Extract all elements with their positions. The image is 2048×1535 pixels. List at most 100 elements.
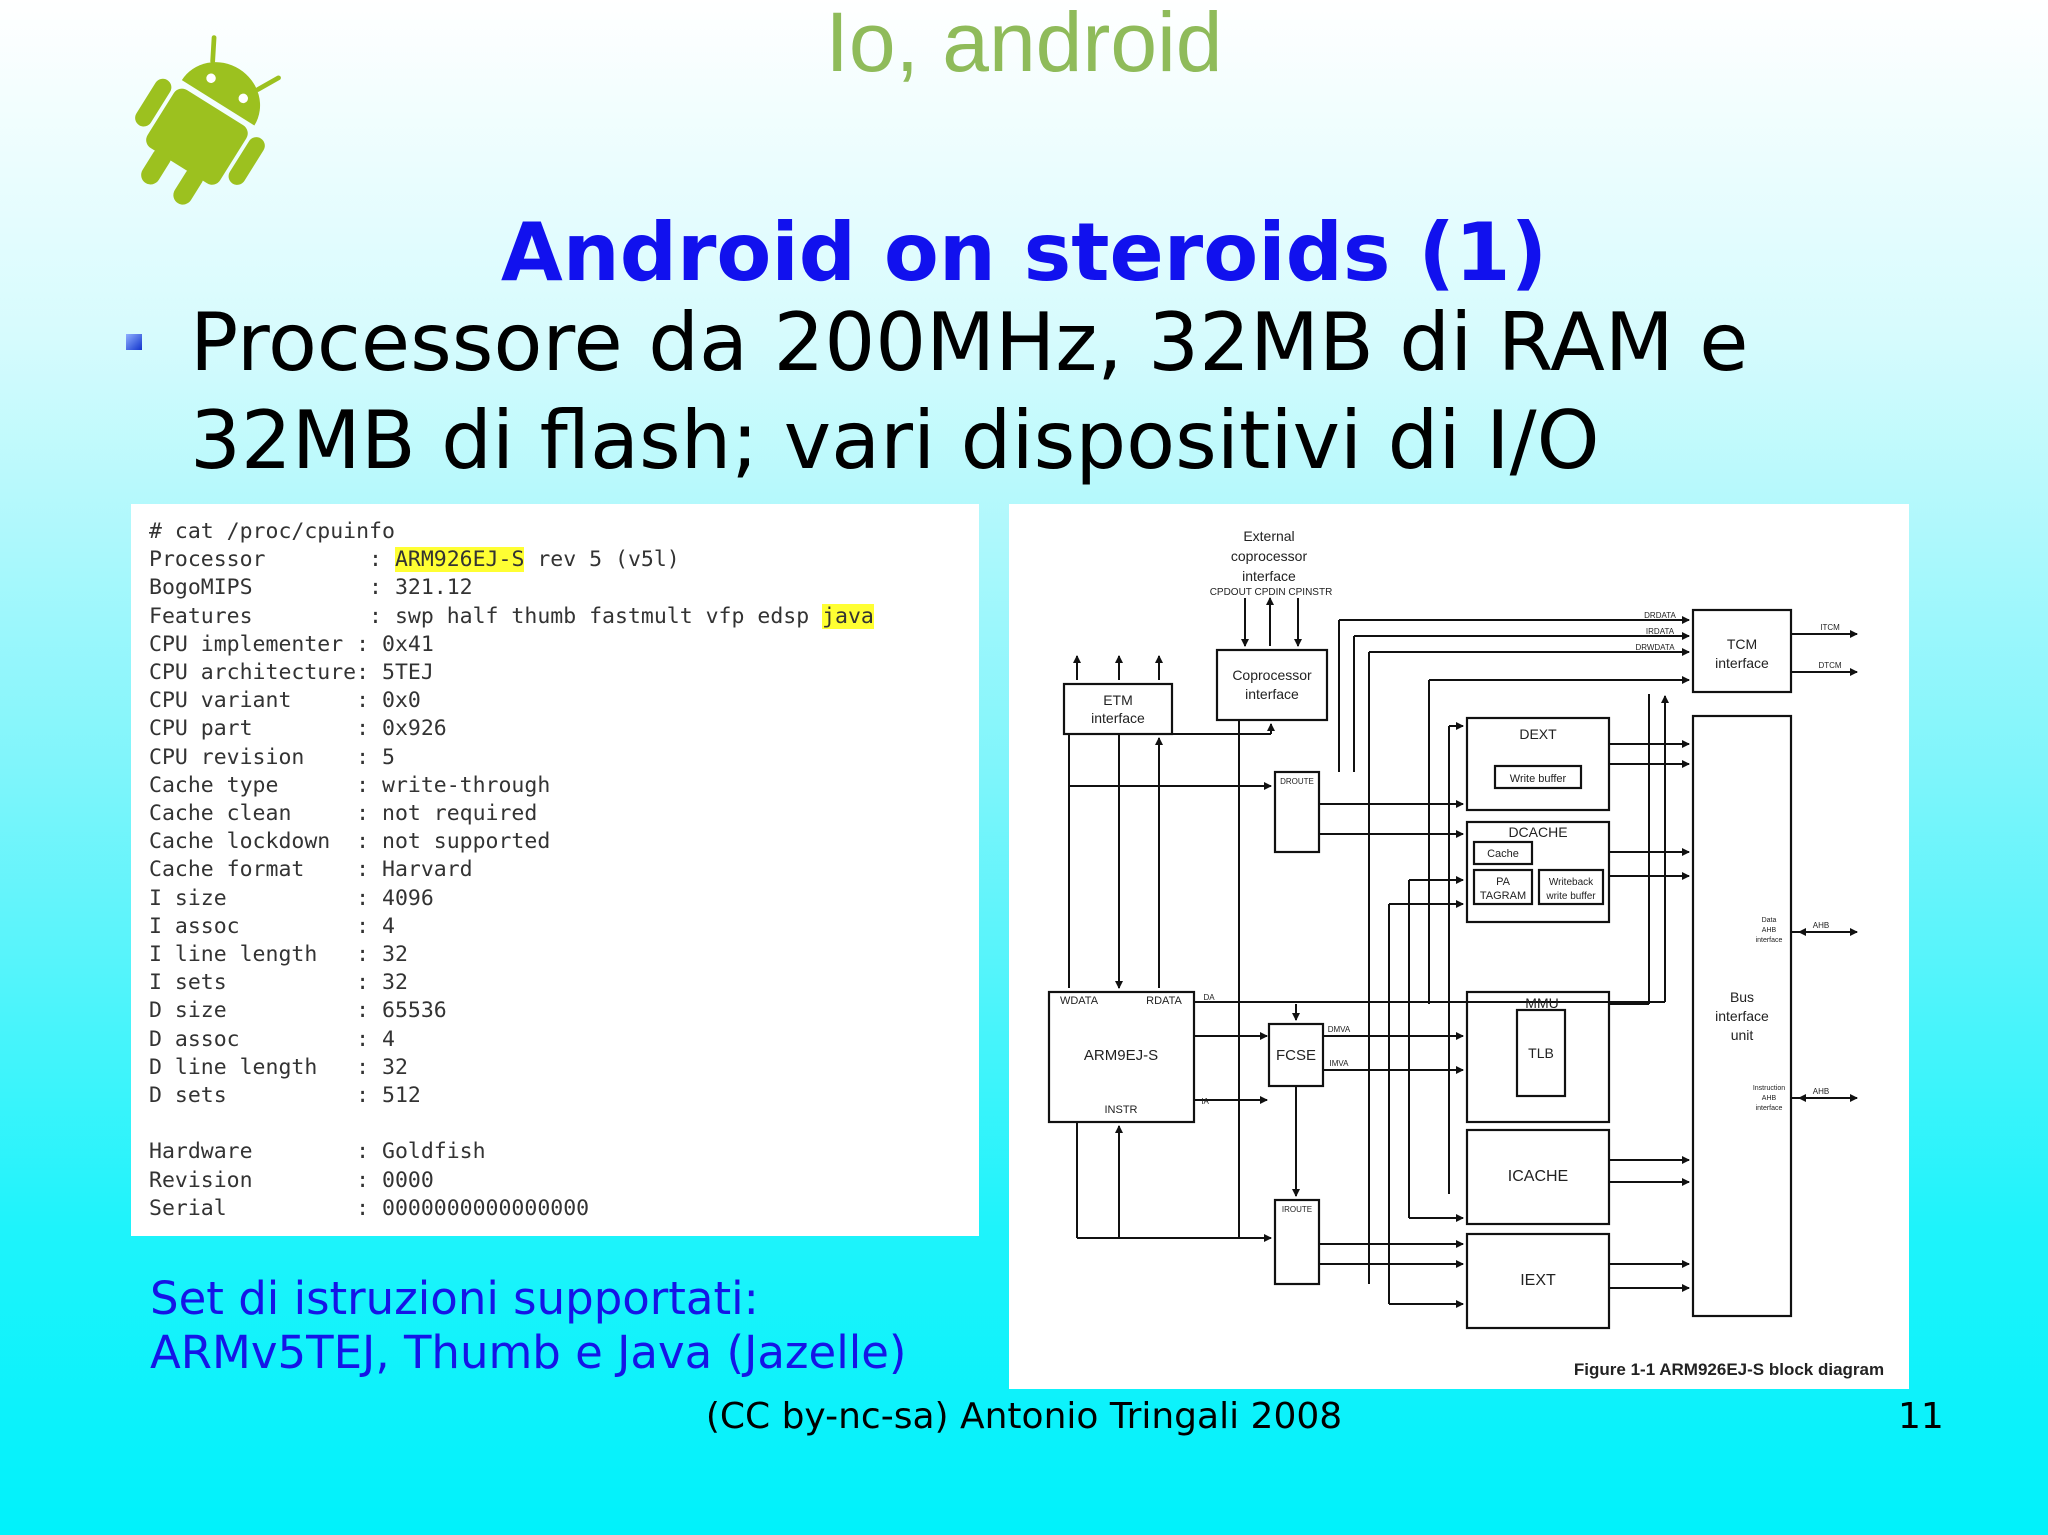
- bus-interface-label: Bus: [1730, 989, 1754, 1005]
- data-ahb-interface-label: interface: [1756, 937, 1783, 944]
- dext-label: DEXT: [1519, 726, 1557, 742]
- rdata-signal: RDATA: [1146, 995, 1182, 1007]
- cpuinfo-processor-highlight: ARM926EJ-S: [394, 547, 525, 573]
- instruction-ahb-interface-label: interface: [1756, 1105, 1783, 1112]
- data-ahb-interface-label: AHB: [1762, 927, 1777, 934]
- itcm-signal: ITCM: [1820, 623, 1840, 632]
- fcse-label: FCSE: [1276, 1047, 1316, 1064]
- iroute-block: [1273, 1198, 1321, 1286]
- tcm-label: TCM: [1727, 636, 1757, 652]
- caption-line-1: Set di istruzioni supportati:: [150, 1272, 759, 1325]
- block-diagram-panel: External coprocessor interface CPDOUT CP…: [1009, 504, 1909, 1389]
- cpuinfo-line: Hardware : Goldfish: [149, 1139, 486, 1165]
- bus-interface-label: interface: [1715, 1008, 1769, 1024]
- cpuinfo-line: Cache clean : not required: [149, 801, 538, 827]
- dmva-signal: DMVA: [1328, 1025, 1351, 1034]
- slide-title: Android on steroids (1): [500, 206, 1548, 299]
- cpuinfo-line: D sets : 512: [149, 1083, 421, 1109]
- dcache-block: [1465, 820, 1611, 924]
- cpuinfo-processor-rest: rev 5 (v5l): [524, 547, 680, 573]
- cpuinfo-line: D size : 65536: [149, 998, 447, 1024]
- cpuinfo-line: I size : 4096: [149, 885, 434, 911]
- ahb-signal: AHB: [1813, 921, 1829, 930]
- ahb-signal: AHB: [1813, 1087, 1829, 1096]
- arm9ejs-label: ARM9EJ-S: [1084, 1047, 1158, 1064]
- writeback-label: Writeback: [1549, 877, 1594, 888]
- external-coprocessor-signals: CPDOUT CPDIN CPINSTR: [1210, 587, 1333, 598]
- cpuinfo-line: Cache type : write-through: [149, 772, 551, 798]
- etm-label: ETM: [1103, 692, 1133, 708]
- cpuinfo-line: CPU part : 0x926: [149, 716, 447, 742]
- icache-block: [1465, 1128, 1611, 1226]
- bus-interface-label: unit: [1731, 1027, 1754, 1043]
- cpuinfo-output: # cat /proc/cpuinfo Processor : ARM926EJ…: [131, 504, 979, 1223]
- ia-signal: IA: [1201, 1097, 1209, 1106]
- bullet-point: Processore da 200MHz, 32MB di RAM e 32MB…: [190, 294, 1950, 490]
- drdata-signal: DRDATA: [1644, 611, 1676, 620]
- instruction-ahb-interface-label: AHB: [1762, 1095, 1777, 1102]
- cpuinfo-line: CPU revision : 5: [149, 744, 395, 770]
- data-ahb-interface-label: Data: [1762, 917, 1777, 924]
- cpuinfo-line: D assoc : 4: [149, 1026, 395, 1052]
- arm926-block-diagram: External coprocessor interface CPDOUT CP…: [1047, 528, 1884, 1379]
- bullet-square-icon: [126, 334, 142, 350]
- cpuinfo-features-label: Features : swp half thumb fastmult vfp e…: [149, 603, 823, 629]
- icache-label: ICACHE: [1508, 1168, 1568, 1185]
- cpuinfo-line: I sets : 32: [149, 970, 408, 996]
- bullet-line-1: Processore da 200MHz, 32MB di RAM e: [190, 296, 1749, 389]
- iroute-label: IROUTE: [1282, 1205, 1312, 1214]
- cpuinfo-line: Revision : 0000: [149, 1167, 434, 1193]
- cpuinfo-line: CPU implementer : 0x41: [149, 631, 434, 657]
- footer-credit: (CC by-nc-sa) Antonio Tringali 2008: [705, 1396, 1343, 1437]
- dtcm-signal: DTCM: [1818, 661, 1841, 670]
- cpuinfo-processor-label: Processor :: [149, 547, 395, 573]
- drwdata-signal: DRWDATA: [1635, 643, 1675, 652]
- instruction-ahb-interface-label: Instruction: [1753, 1085, 1785, 1092]
- wdata-signal: WDATA: [1060, 995, 1099, 1007]
- external-coprocessor-label: interface: [1242, 568, 1296, 584]
- writeback-buffer-block: [1537, 868, 1605, 906]
- external-coprocessor-label: External: [1243, 528, 1294, 544]
- irdata-signal: IRDATA: [1646, 627, 1675, 636]
- page-number: 11: [1898, 1396, 1944, 1437]
- cpuinfo-java-highlight: java: [822, 603, 874, 629]
- iext-label: IEXT: [1520, 1272, 1556, 1289]
- tlb-label: TLB: [1528, 1045, 1554, 1061]
- cpuinfo-command: # cat /proc/cpuinfo: [149, 519, 395, 544]
- coprocessor-interface-block: [1215, 648, 1329, 722]
- cpuinfo-line: CPU architecture: 5TEJ: [149, 660, 434, 686]
- bullet-line-2: 32MB di flash; vari dispositivi di I/O: [190, 394, 1600, 487]
- external-coprocessor-label: coprocessor: [1231, 548, 1308, 564]
- dcache-label: DCACHE: [1508, 824, 1567, 840]
- write-buffer-block: [1493, 764, 1583, 790]
- droute-block: [1273, 770, 1321, 854]
- iext-block: [1465, 1232, 1611, 1330]
- write-buffer-label: Write buffer: [1510, 773, 1567, 785]
- tlb-block: [1515, 1008, 1567, 1098]
- coprocessor-label: interface: [1245, 686, 1299, 702]
- tcm-interface-block: [1691, 608, 1793, 694]
- cpuinfo-bogomips: BogoMIPS : 321.12: [149, 575, 473, 601]
- etm-label: interface: [1091, 710, 1145, 726]
- pa-label: PA: [1496, 876, 1511, 888]
- header-title: Io, android: [825, 0, 1223, 89]
- mmu-label: MMU: [1525, 995, 1558, 1011]
- cpuinfo-line: Cache format : Harvard: [149, 857, 473, 883]
- tcm-label: interface: [1715, 655, 1769, 671]
- pa-tagram-block: [1472, 868, 1534, 906]
- cpuinfo-line: CPU variant : 0x0: [149, 688, 421, 714]
- cpuinfo-line: I assoc : 4: [149, 913, 395, 939]
- instruction-set-caption: Set di istruzioni supportati: ARMv5TEJ, …: [150, 1272, 970, 1380]
- cache-label: Cache: [1487, 848, 1519, 860]
- da-signal: DA: [1203, 993, 1215, 1002]
- writeback-label: write buffer: [1545, 891, 1596, 902]
- cache-block: [1472, 840, 1534, 866]
- caption-line-2: ARMv5TEJ, Thumb e Java (Jazelle): [150, 1326, 907, 1379]
- bus-interface-unit-block: [1691, 714, 1793, 1318]
- tagram-label: TAGRAM: [1480, 890, 1526, 902]
- cpuinfo-panel: # cat /proc/cpuinfo Processor : ARM926EJ…: [131, 504, 979, 1236]
- cpuinfo-line: Serial : 0000000000000000: [149, 1195, 590, 1221]
- cpuinfo-line: D line length : 32: [149, 1054, 408, 1080]
- cpuinfo-line: Cache lockdown : not supported: [149, 829, 551, 855]
- arm9ejs-core-block: [1047, 990, 1196, 1124]
